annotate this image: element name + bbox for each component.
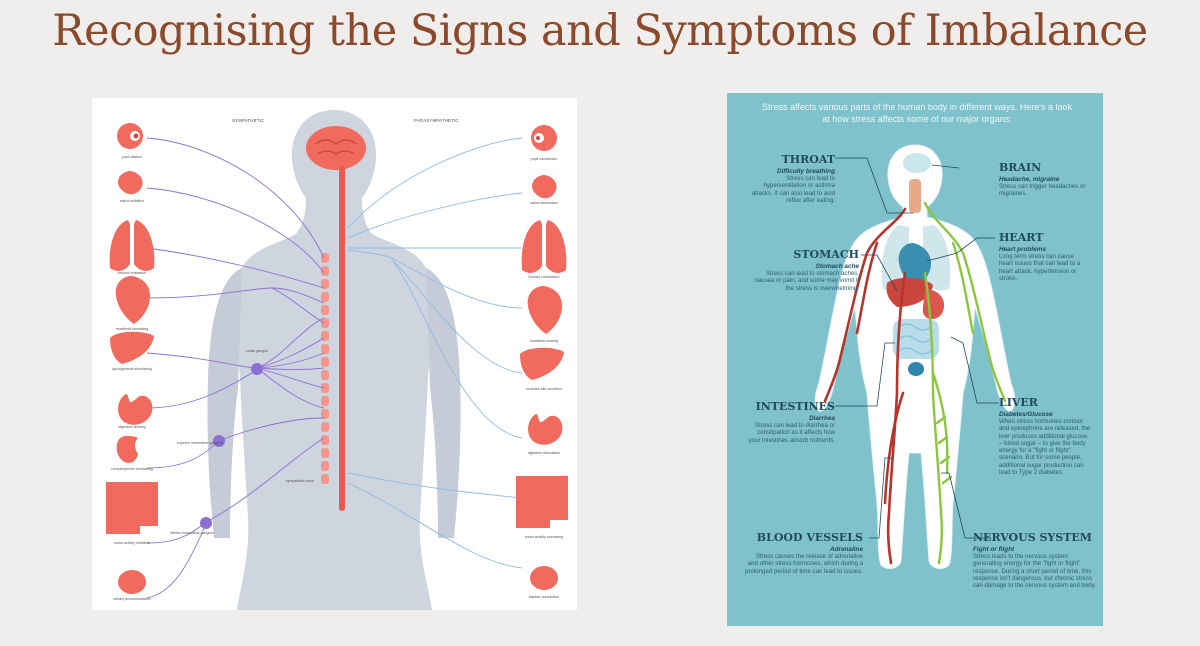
blood-vessels-subheading: Adrenaline: [745, 546, 863, 553]
throat-icon: [909, 179, 921, 213]
heart-subheading: Heart problems: [999, 246, 1089, 253]
ganglion-label: superior mesenteric ganglion: [177, 441, 223, 445]
stomach-icon: [118, 394, 152, 425]
sympathetic-header: SYMPATHETIC: [232, 118, 264, 123]
parasympathetic-header: PARASYMPATHETIC: [414, 118, 459, 123]
intestines-subheading: Diarrhea: [747, 415, 835, 422]
intestines-icon: [106, 482, 158, 534]
nervous-system-text: Stress leads to the nervous system gener…: [973, 553, 1097, 589]
intro-text: Stress affects various parts of the huma…: [757, 101, 1077, 125]
nervous-system-block: NERVOUS SYSTEM Fight or flight Stress le…: [973, 531, 1097, 589]
stomach-subheading: Stomach ache: [749, 263, 859, 270]
heart-icon: [116, 276, 150, 324]
liver-icon: [110, 332, 154, 364]
blood-vessels-block: BLOOD VESSELS Adrenaline Stress causes t…: [745, 531, 863, 575]
intestines-heading: INTESTINES: [747, 400, 835, 413]
nervous-system-heading: NERVOUS SYSTEM: [973, 531, 1097, 544]
throat-heading: THROAT: [745, 153, 835, 166]
left-label: urinary accommodation: [113, 597, 150, 601]
throat-block: THROAT Difficulty breathing Stress can l…: [745, 153, 835, 204]
bladder-icon: [530, 566, 558, 590]
liver-icon: [520, 348, 564, 380]
right-label: increase bile secretion: [526, 387, 562, 391]
celiac-ganglia-node: [251, 363, 263, 375]
liver-heading: LIVER: [999, 396, 1091, 409]
kidney-icon: [117, 436, 138, 463]
nervous-system-figure: SYMPATHETIC PARASYMPATHETIC pupil dilati…: [92, 98, 577, 610]
body-silhouette: [237, 110, 433, 610]
liver-block: LIVER Diabetes/Glucose When stress hormo…: [999, 396, 1091, 476]
brain-icon: [903, 153, 931, 173]
throat-text: Stress can lead to hyperventilation or a…: [745, 175, 835, 204]
nervous-system-subheading: Fight or flight: [973, 546, 1097, 553]
page-title: Recognising the Signs and Symptoms of Im…: [0, 6, 1200, 56]
blood-vessels-text: Stress causes the release of adrenaline …: [745, 553, 863, 575]
right-label: bladder contraction: [529, 595, 560, 599]
ganglion-label: celiac ganglia: [246, 349, 268, 353]
right-label: pupil constriction: [531, 157, 558, 161]
heart-text: Long term stress can cause heart issues …: [999, 253, 1089, 282]
right-label: motor activity increasing: [525, 535, 564, 539]
liver-subheading: Diabetes/Glucose: [999, 411, 1091, 418]
stomach-icon: [528, 414, 562, 445]
ganglion-label: sympathetic trunk: [286, 479, 314, 483]
left-label: norepinephrine increasing: [111, 467, 152, 471]
intestines-icon: [516, 476, 568, 528]
heart-heading: HEART: [999, 231, 1089, 244]
right-label: bronchi constriction: [529, 275, 560, 279]
lungs-icon: [522, 220, 567, 273]
brain-subheading: Headache, migraine: [999, 176, 1089, 183]
bladder-icon: [908, 362, 924, 376]
left-label: bronchi relaxation: [118, 271, 146, 275]
arm-left: [207, 268, 242, 538]
brain-icon: [306, 126, 366, 170]
bladder-icon: [118, 570, 146, 594]
intestines-text: Stress can lead to diarrhea or constipat…: [747, 422, 835, 444]
intestines-block: INTESTINES Diarrhea Stress can lead to d…: [747, 400, 835, 444]
stomach-block: STOMACH Stomach ache Stress can lead to …: [749, 248, 859, 292]
spinal-cord: [339, 166, 345, 511]
brain-text: Stress can trigger headaches or migraine…: [999, 183, 1089, 198]
left-label: heartbeat increasing: [116, 327, 149, 331]
left-label: glucogenesis stimulating: [112, 367, 151, 371]
blood-vessels-heading: BLOOD VESSELS: [745, 531, 863, 544]
heart-block: HEART Heart problems Long term stress ca…: [999, 231, 1089, 282]
lungs-icon: [110, 220, 155, 271]
left-label: pupil dilation: [122, 155, 142, 159]
brain-block: BRAIN Headache, migraine Stress can trig…: [999, 161, 1089, 198]
salivary-gland-icon: [532, 175, 557, 198]
inferior-mesenteric-ganglion-node: [200, 517, 212, 529]
throat-subheading: Difficulty breathing: [745, 168, 835, 175]
left-label: saliva inhibition: [120, 199, 144, 203]
salivary-gland-icon: [118, 171, 143, 194]
stomach-text: Stress can lead to stomach aches, nausea…: [749, 270, 859, 292]
stress-effects-infographic: Stress affects various parts of the huma…: [727, 93, 1103, 626]
left-label: digestion slowing: [118, 425, 145, 429]
heart-icon: [528, 286, 562, 334]
autonomic-nervous-system-diagram: SYMPATHETIC PARASYMPATHETIC pupil dilati…: [92, 98, 577, 610]
brain-heading: BRAIN: [999, 161, 1089, 174]
arm-right: [426, 268, 461, 538]
right-label: heartbeat slowing: [530, 339, 558, 343]
stomach-heading: STOMACH: [749, 248, 859, 261]
left-label: motor activity inhibition: [114, 541, 150, 545]
liver-text: When stress hormones cortisol and epinep…: [999, 418, 1091, 476]
right-label: saliva stimulation: [530, 201, 557, 205]
ganglion-label: inferior mesenteric ganglion: [170, 531, 214, 535]
right-label: digestion stimulation: [528, 451, 561, 455]
right-organ-icons: [516, 125, 568, 590]
left-organ-icons: [106, 123, 158, 594]
